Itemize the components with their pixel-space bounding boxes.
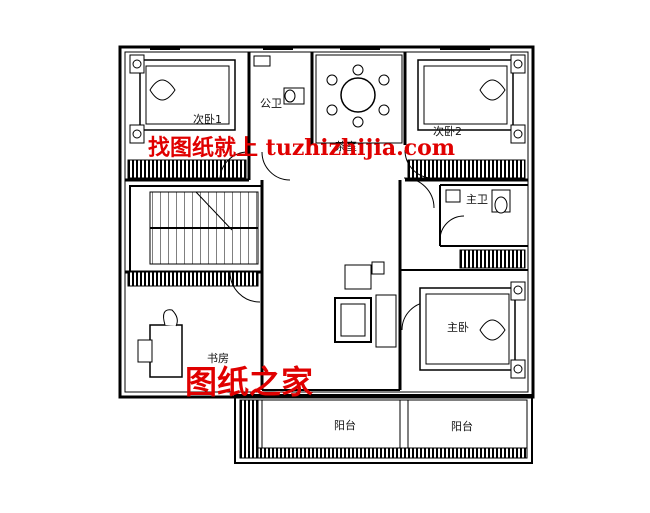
window-hatches <box>127 159 526 287</box>
label-balcony-right: 阳台 <box>451 419 473 433</box>
label-balcony-left: 阳台 <box>334 418 356 432</box>
tea-table <box>315 54 403 144</box>
study-desk <box>137 309 183 378</box>
doors <box>219 149 465 331</box>
watermark-bottom: 图纸之家 <box>185 363 313 401</box>
watermark-top: 找图纸就上 tuzhizhijia.com <box>148 135 455 161</box>
label-bedroom1: 次卧1 <box>193 112 222 126</box>
sofa-set <box>334 261 397 348</box>
label-tea-room: 茶室 <box>335 139 357 153</box>
label-master-bedroom: 主卧 <box>447 321 469 334</box>
label-master-bath: 主卫 <box>466 193 488 206</box>
bed-bedroom2 <box>417 54 526 144</box>
label-study: 书房 <box>207 352 229 365</box>
toilet-public <box>253 55 305 105</box>
label-public-bath: 公卫 <box>260 97 282 110</box>
toilet-master <box>445 189 511 214</box>
outer-walls <box>118 45 535 399</box>
bed-master <box>419 281 526 379</box>
staircase <box>149 191 259 265</box>
balconies <box>234 394 533 464</box>
bed-bedroom1 <box>129 54 236 144</box>
label-bedroom2: 次卧2 <box>433 124 462 138</box>
top-wall-marks <box>150 46 490 50</box>
